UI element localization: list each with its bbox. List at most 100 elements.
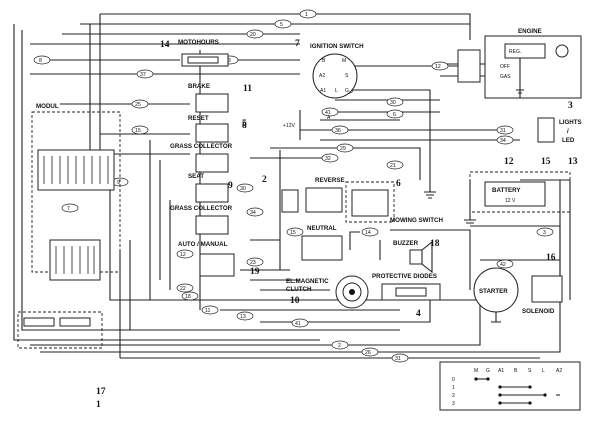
callout-11: 11 bbox=[243, 84, 252, 94]
wire-number: 15 bbox=[135, 128, 141, 134]
wire-number: 3 bbox=[543, 230, 546, 236]
wire-number: 13 bbox=[240, 314, 246, 320]
ignition-switch-label: IGNITION SWITCH bbox=[310, 43, 364, 50]
magnetic-clutch: EL.MAGNETIC CLUTCH bbox=[286, 275, 369, 309]
off-label: OFF bbox=[500, 64, 510, 70]
wire-number: 8 bbox=[39, 58, 42, 64]
mowing-switch-label: MOWING SWITCH bbox=[390, 217, 443, 224]
lights-slash: / bbox=[567, 128, 569, 135]
tt-row-3: 3 bbox=[452, 401, 455, 407]
seat-label: SEAT bbox=[188, 173, 204, 180]
wire-number: 34 bbox=[500, 138, 506, 144]
wire-number: 1 bbox=[305, 12, 308, 18]
wire-number: 21 bbox=[390, 163, 396, 169]
motohours-label: MOTOHOURS bbox=[178, 39, 219, 46]
tt-col-l: L bbox=[542, 368, 545, 374]
wire-number: 31 bbox=[395, 356, 401, 362]
wire-number: 37 bbox=[140, 72, 146, 78]
ground-symbols bbox=[424, 90, 526, 224]
engine-label: ENGINE bbox=[518, 28, 542, 35]
brake-label: BRAKE bbox=[188, 83, 210, 90]
callout-18: 18 bbox=[430, 239, 440, 249]
ign-terminal-l: L bbox=[335, 88, 338, 94]
wire-number: 6 bbox=[393, 112, 396, 118]
starter-label: STARTER bbox=[479, 288, 508, 295]
protective-diodes-label: PROTECTIVE DIODES bbox=[372, 273, 437, 280]
callout-13: 13 bbox=[568, 157, 578, 167]
callout-7: 7 bbox=[295, 39, 300, 49]
tt-col-g: G bbox=[486, 368, 490, 374]
tt-col-b: B bbox=[514, 368, 518, 374]
callout-1: 1 bbox=[96, 400, 101, 410]
truth-table: M G A1 B S L A2 0 1 2 3 bbox=[439, 361, 581, 411]
wire-number: 30 bbox=[240, 186, 246, 192]
tt-col-a1: A1 bbox=[498, 368, 504, 374]
reverse-neutral-switches: REVERSE NEUTRAL bbox=[281, 177, 345, 261]
ign-terminal-s: S bbox=[345, 73, 349, 79]
callout-3: 3 bbox=[568, 101, 573, 111]
callout-19: 19 bbox=[250, 267, 260, 277]
plus12v-label: +12V bbox=[283, 123, 295, 129]
wire-number: 12 bbox=[435, 64, 441, 70]
solenoid-label: SOLENOID bbox=[522, 308, 555, 315]
wire-number: 42 bbox=[500, 262, 506, 268]
wire-number: 9 bbox=[117, 180, 120, 186]
grass-collector-label-1: GRASS COLLECTOR bbox=[170, 143, 233, 150]
wire-number: 23 bbox=[250, 260, 256, 266]
wire-number: 29 bbox=[340, 146, 346, 152]
wire-number: 31 bbox=[500, 128, 506, 134]
callout-2: 2 bbox=[262, 175, 267, 185]
callout-15: 15 bbox=[541, 157, 551, 167]
callout-numbers: 1 2 3 4 5 6 7 8 9 10 11 12 13 14 15 16 1… bbox=[96, 39, 578, 410]
tt-row-0: 0 bbox=[452, 377, 455, 383]
ign-terminal-g: G bbox=[345, 88, 349, 94]
motohours-meter: MOTOHOURS bbox=[178, 39, 229, 67]
buzzer: BUZZER bbox=[393, 240, 433, 274]
wire-number: 25 bbox=[135, 102, 141, 108]
wire-number: 41 bbox=[295, 321, 301, 327]
clutch-label-1: EL.MAGNETIC bbox=[286, 278, 329, 285]
callout-17: 17 bbox=[96, 387, 106, 397]
tt-col-a2: A2 bbox=[556, 368, 562, 374]
wire-number: 26 bbox=[365, 350, 371, 356]
wire-number: 41 bbox=[325, 110, 331, 116]
wire-number: 18 bbox=[185, 294, 191, 300]
wire-number: 32 bbox=[325, 156, 331, 162]
tt-col-s: S bbox=[528, 368, 532, 374]
battery-voltage: 12 V bbox=[505, 198, 516, 204]
callout-16: 16 bbox=[546, 253, 556, 263]
wire-number: 15 bbox=[290, 230, 296, 236]
lights-led: LIGHTS / LED bbox=[537, 117, 582, 144]
wire-number: 12 bbox=[180, 252, 186, 258]
callout-4: 4 bbox=[416, 309, 421, 319]
reg-label: REG. bbox=[509, 49, 521, 55]
callout-5a: 5 bbox=[242, 119, 247, 129]
a-label: A bbox=[327, 115, 331, 121]
auto-manual-label: AUTO / MANUAL bbox=[178, 241, 228, 248]
wire-number: 22 bbox=[180, 286, 186, 292]
module-block: MODUL bbox=[17, 103, 121, 349]
gas-label: GAS bbox=[500, 74, 511, 80]
module-label: MODUL bbox=[36, 103, 59, 110]
callout-12: 12 bbox=[504, 157, 514, 167]
ign-terminal-a2: A2 bbox=[319, 73, 325, 79]
clutch-label-2: CLUTCH bbox=[286, 286, 312, 293]
ign-terminal-a1: A1 bbox=[320, 88, 326, 94]
buzzer-label: BUZZER bbox=[393, 240, 419, 247]
grass-collector-label-2: GRASS COLLECTOR bbox=[170, 205, 233, 212]
wire-number: 7 bbox=[67, 206, 70, 212]
switch-column: BRAKE RESET GRASS COLLECTOR SEAT GRASS C… bbox=[170, 83, 235, 277]
reset-label: RESET bbox=[188, 115, 209, 122]
callout-9: 9 bbox=[228, 181, 233, 191]
callout-8: 8 bbox=[242, 121, 247, 131]
battery-label: BATTERY bbox=[492, 187, 521, 194]
wire-number: 30 bbox=[390, 100, 396, 106]
ignition-switch: IGNITION SWITCH B M A2 S A1 L G bbox=[310, 43, 364, 99]
wire-number: 5 bbox=[280, 22, 283, 28]
starter: STARTER bbox=[473, 267, 519, 323]
callout-6: 6 bbox=[396, 179, 401, 189]
battery: BATTERY 12 V bbox=[469, 171, 571, 213]
callout-10: 10 bbox=[290, 296, 300, 306]
wire-number: 2 bbox=[338, 343, 341, 349]
